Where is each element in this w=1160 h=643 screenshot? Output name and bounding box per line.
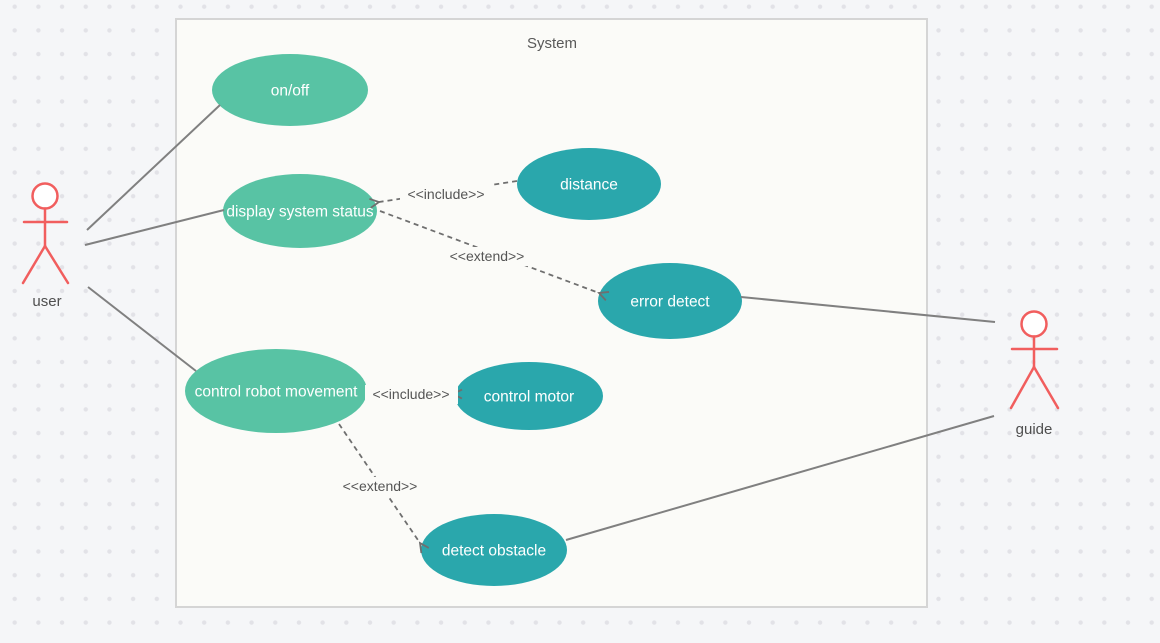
association-detect-obstacle-guide[interactable]	[565, 415, 995, 541]
use-case-ellipse	[517, 148, 661, 220]
use-case-label: display system status	[226, 203, 374, 220]
use-case-label: control motor	[484, 388, 574, 405]
use-case-ellipse	[223, 174, 377, 248]
use-case-detect-obstacle[interactable]: detect obstacle	[421, 514, 567, 586]
actor-label: guide	[1016, 421, 1053, 438]
actor-left-leg	[1009, 365, 1036, 410]
edge-label-text: <<extend>>	[450, 248, 525, 264]
association-user-control-robot-movement[interactable]	[87, 286, 197, 372]
actor-guide[interactable]: guide	[1009, 310, 1060, 439]
use-case-ellipse	[421, 514, 567, 586]
association-user-display-system-status[interactable]	[84, 209, 225, 246]
actor-right-leg	[1032, 365, 1060, 410]
actor-head	[1020, 310, 1048, 338]
use-case-control-robot-movement[interactable]: control robot movement	[185, 349, 367, 433]
actor-right-leg	[43, 244, 70, 285]
system-boundary-title: System	[527, 35, 577, 52]
use-case-display-system-status[interactable]: display system status	[223, 174, 377, 248]
use-case-label: on/off	[271, 82, 310, 99]
use-case-error-detect[interactable]: error detect	[598, 263, 742, 339]
actor-user[interactable]: user	[21, 182, 70, 311]
use-case-ellipse	[455, 362, 603, 430]
edge-label-extend-error-detect: <<extend>>	[444, 247, 531, 266]
actor-head	[31, 182, 59, 210]
use-case-label: detect obstacle	[442, 542, 546, 559]
edge-label-include-distance: <<include>>	[400, 184, 493, 203]
edge-extend-error-detect[interactable]	[379, 210, 599, 293]
use-case-ellipse	[212, 54, 368, 126]
association-error-detect-guide[interactable]	[740, 296, 996, 323]
edge-label-extend-detect-obstacle: <<extend>>	[337, 477, 424, 496]
actor-left-leg	[21, 244, 47, 285]
association-user-on-off[interactable]	[86, 104, 221, 231]
stick-figure-icon	[21, 182, 70, 285]
use-case-ellipse	[598, 263, 742, 339]
edge-extend-detect-obstacle[interactable]	[338, 423, 420, 543]
use-case-label: error detect	[630, 293, 710, 310]
use-case-label: distance	[560, 176, 618, 193]
stick-figure-icon	[1009, 310, 1060, 410]
edge-label-background	[337, 477, 424, 496]
edge-label-include-control-motor: <<include>>	[365, 385, 458, 404]
edge-label-text: <<include>>	[407, 186, 484, 202]
edge-label-text: <<extend>>	[343, 478, 418, 494]
edge-label-text: <<include>>	[372, 386, 449, 402]
use-case-ellipse	[185, 349, 367, 433]
use-case-control-motor[interactable]: control motor	[455, 362, 603, 430]
actor-label: user	[32, 293, 61, 310]
use-case-label: control robot movement	[195, 383, 359, 400]
use-case-distance[interactable]: distance	[517, 148, 661, 220]
edge-label-background	[444, 247, 531, 266]
edge-label-background	[400, 184, 493, 203]
edge-label-background	[365, 385, 458, 404]
use-case-on-off[interactable]: on/off	[212, 54, 368, 126]
